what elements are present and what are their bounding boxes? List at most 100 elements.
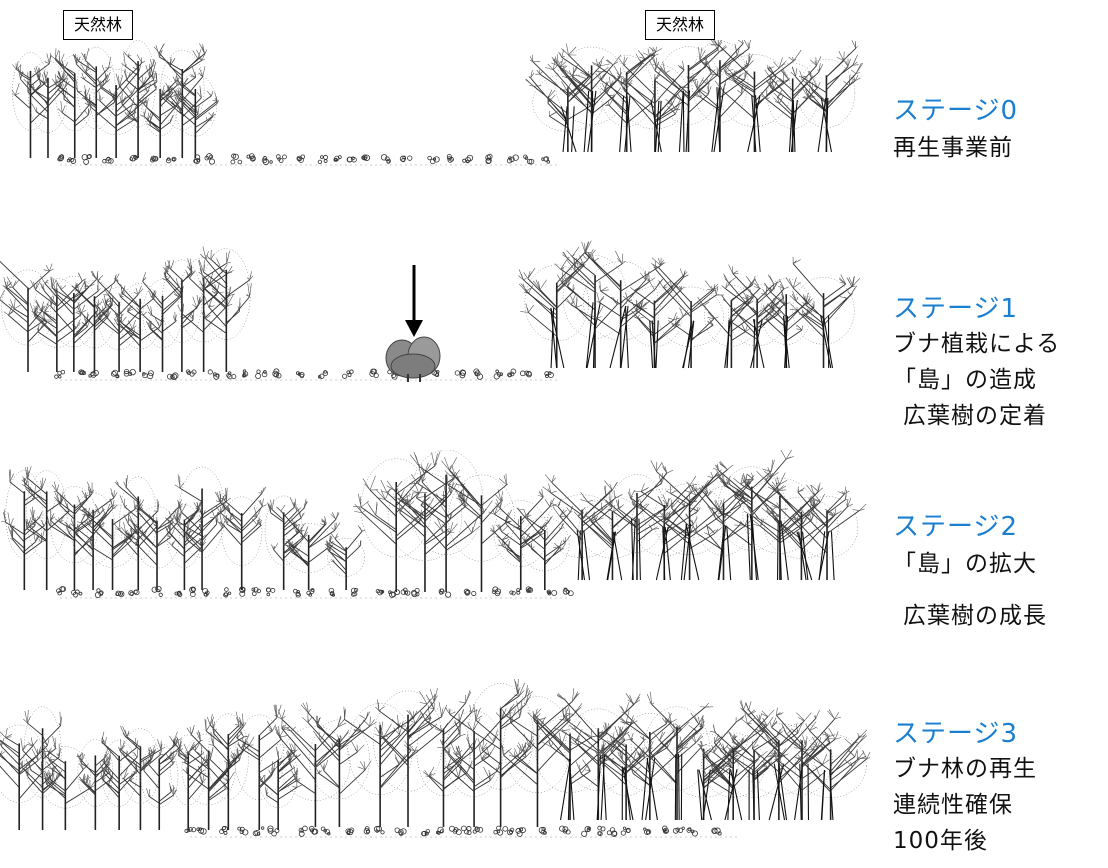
shrub-drawing xyxy=(275,154,287,163)
ground-shrubs xyxy=(54,368,560,381)
shrub-drawing xyxy=(261,156,273,166)
right-forest xyxy=(542,450,867,581)
shrub-drawing xyxy=(515,827,526,837)
left-forest xyxy=(0,246,254,372)
tree-drawing xyxy=(592,46,662,153)
shrub-drawing xyxy=(202,587,210,597)
left-forest xyxy=(0,704,302,830)
down-arrow-icon xyxy=(405,265,423,337)
tree-drawing xyxy=(790,486,867,581)
shrub-drawing xyxy=(538,826,547,835)
stage-title: ステージ2 xyxy=(893,512,1019,542)
shrub-drawing xyxy=(449,825,462,836)
shrub-drawing xyxy=(129,154,138,162)
shrub-drawing xyxy=(66,157,77,164)
shrub-drawing xyxy=(454,369,466,379)
shrub-drawing xyxy=(174,590,183,598)
shrub-drawing xyxy=(78,369,87,376)
shrub-drawing xyxy=(306,588,315,597)
tree-drawing xyxy=(542,474,623,581)
stage-description: 再生事業前 xyxy=(893,135,1013,161)
tree-drawing xyxy=(467,678,535,827)
tree-drawing xyxy=(651,259,724,369)
tree-drawing xyxy=(441,457,515,592)
shrub-drawing xyxy=(446,154,454,163)
shrub-drawing xyxy=(272,368,282,379)
tree-drawing xyxy=(276,504,341,590)
tree-drawing xyxy=(140,74,182,158)
tree-drawing xyxy=(1,469,48,590)
shrub-drawing xyxy=(142,370,154,380)
shrub-drawing xyxy=(246,153,256,162)
shrub-drawing xyxy=(204,153,216,165)
shrub-drawing xyxy=(237,826,249,836)
tree-drawing xyxy=(718,726,789,821)
shrub-drawing xyxy=(265,587,276,597)
right-forest xyxy=(527,691,871,821)
shrub-drawing xyxy=(373,825,385,835)
shrub-drawing xyxy=(267,825,280,837)
tree-drawing xyxy=(29,272,87,372)
tree-drawing xyxy=(375,469,463,592)
tree-drawing xyxy=(554,693,641,821)
tree-drawing xyxy=(11,52,52,158)
planted-beech-island xyxy=(385,336,441,382)
island-trees xyxy=(353,450,515,592)
stage-0-row: ステージ0 再生事業前 xyxy=(0,40,1108,220)
shrub-drawing xyxy=(462,154,474,164)
shrub-drawing xyxy=(230,153,243,165)
stage-title: ステージ1 xyxy=(893,294,1019,324)
stage-3-scene xyxy=(0,678,871,838)
shrub-drawing xyxy=(94,588,104,598)
tree-drawing xyxy=(785,256,861,369)
shrub-drawing xyxy=(473,368,484,380)
shrub-drawing xyxy=(102,156,114,164)
tree-drawing xyxy=(99,731,141,830)
shrub-drawing xyxy=(56,586,67,596)
tree-drawing xyxy=(416,690,478,827)
tree-drawing xyxy=(790,40,864,153)
tree-drawing xyxy=(644,691,714,821)
shrub-drawing xyxy=(239,586,246,597)
tree-drawing xyxy=(760,56,824,153)
shrub-drawing xyxy=(255,369,268,379)
shrub-drawing xyxy=(308,825,319,835)
tree-drawing xyxy=(581,240,666,369)
shrub-drawing xyxy=(345,827,355,836)
shrub-drawing xyxy=(128,589,140,597)
shrub-drawing xyxy=(509,588,521,596)
shrub-drawing xyxy=(546,589,558,596)
tree-drawing xyxy=(198,246,254,372)
stage-description: 「島」の拡大 広葉樹の成長 xyxy=(893,551,1047,629)
left-forest xyxy=(1,466,231,590)
shrub-drawing xyxy=(606,827,618,837)
shrub-drawing xyxy=(342,369,354,379)
tree-drawing xyxy=(606,461,674,581)
shrub-drawing xyxy=(400,587,411,596)
shrub-drawing xyxy=(57,154,65,162)
tree-drawing xyxy=(118,725,166,830)
shrub-drawing xyxy=(296,154,306,163)
shrub-drawing xyxy=(333,155,342,162)
tree-drawing xyxy=(89,54,150,158)
shrub-drawing xyxy=(296,371,305,379)
tree-drawing xyxy=(499,688,583,827)
shrub-drawing xyxy=(643,827,652,836)
tree-drawing xyxy=(707,450,795,581)
shrub-drawing xyxy=(620,826,631,836)
shrub-drawing xyxy=(544,371,554,379)
tree-drawing xyxy=(172,74,219,158)
right-forest xyxy=(518,240,861,369)
tree-drawing xyxy=(554,246,628,369)
shrub-drawing xyxy=(115,590,125,598)
shrub-drawing xyxy=(193,154,201,164)
shrub-drawing xyxy=(463,588,477,597)
shrub-drawing xyxy=(525,586,534,594)
shrub-drawing xyxy=(328,587,336,597)
stage-title: ステージ0 xyxy=(893,96,1019,126)
shrub-drawing xyxy=(686,827,698,837)
tree-drawing xyxy=(140,737,183,830)
shrub-drawing xyxy=(196,827,207,835)
tree-drawing xyxy=(113,277,165,372)
shrub-drawing xyxy=(427,155,440,165)
